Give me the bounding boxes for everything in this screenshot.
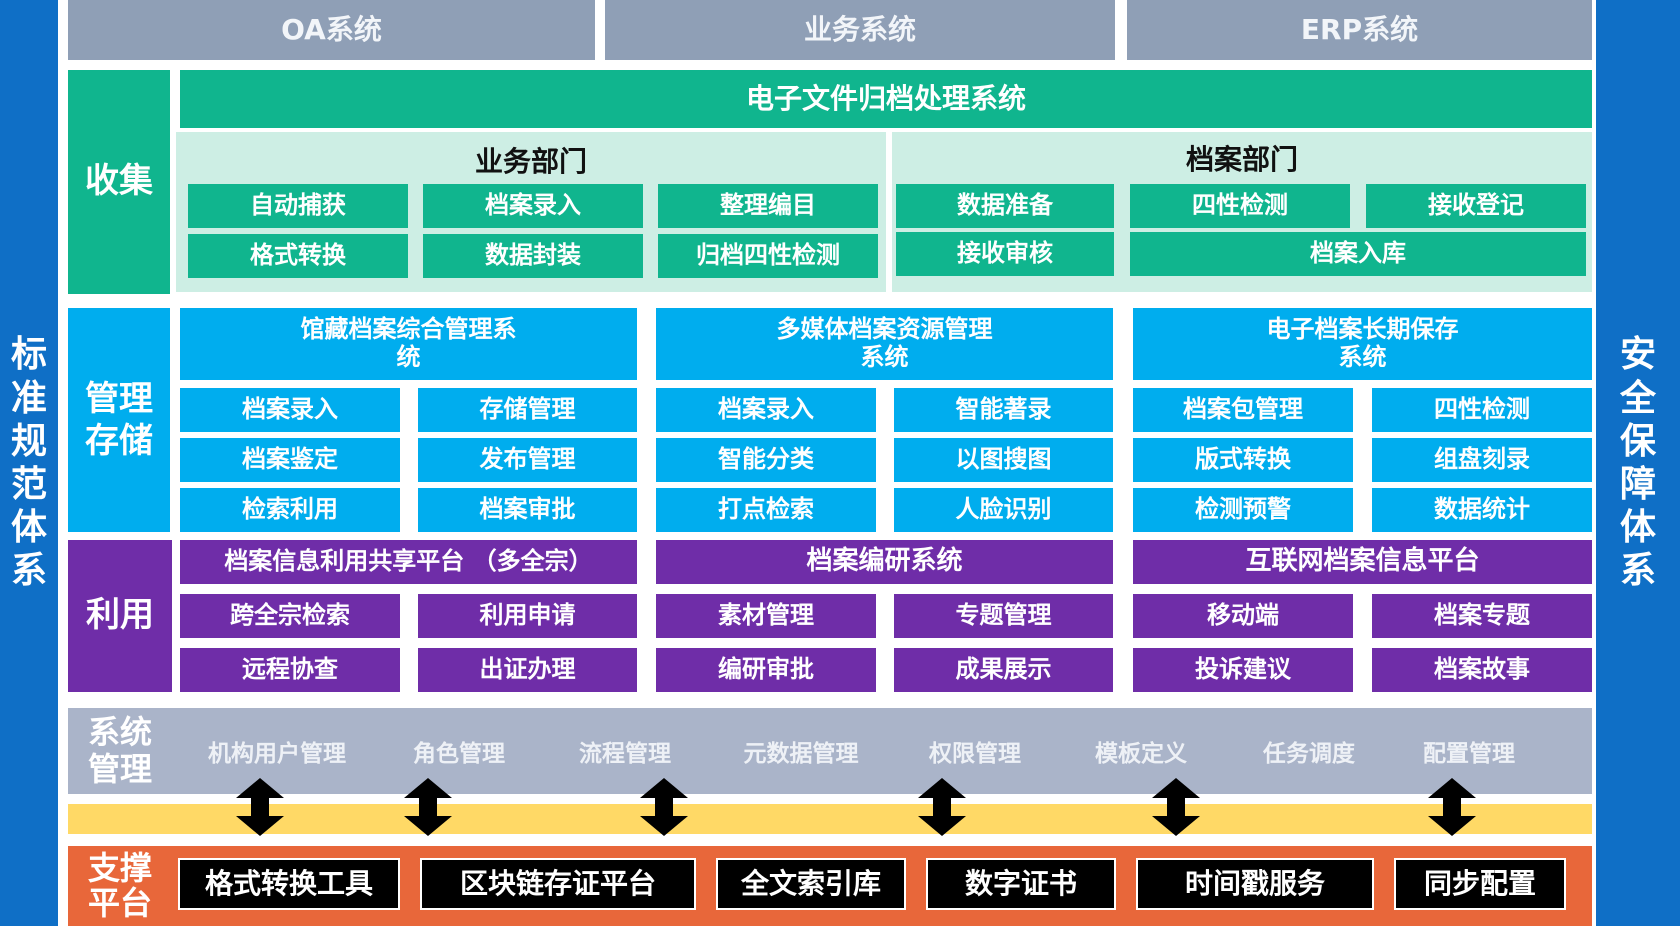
use-system-title[interactable]: 互联网档案信息平台 [1133,540,1592,584]
use-item[interactable]: 投诉建议 [1133,648,1353,692]
double-arrow-icon [1428,778,1476,836]
manage-item[interactable]: 检测预警 [1133,488,1353,532]
manage-item[interactable]: 打点检索 [656,488,876,532]
manage-system-title[interactable]: 电子档案长期保存系统 [1133,308,1592,380]
collect-item[interactable]: 格式转换 [188,234,408,278]
manage-item[interactable]: 人脸识别 [894,488,1113,532]
system-item[interactable]: 角色管理 [413,740,505,767]
collect-item[interactable]: 归档四性检测 [658,234,878,278]
support-item[interactable]: 同步配置 [1394,858,1566,910]
left-side-label: 标准规范体系 [10,334,47,592]
right-side-bar: 安全保障体系 [1596,0,1680,926]
manage-label: 管理存储 [68,308,170,532]
manage-item[interactable]: 档案包管理 [1133,388,1353,432]
manage-item[interactable]: 档案录入 [180,388,400,432]
double-arrow-icon [640,778,688,836]
manage-system-title[interactable]: 多媒体档案资源管理系统 [656,308,1113,380]
use-label: 利用 [68,540,172,692]
manage-item[interactable]: 检索利用 [180,488,400,532]
manage-item[interactable]: 档案鉴定 [180,438,400,482]
archive-dept-title: 档案部门 [1185,142,1298,176]
top-system-erp[interactable]: ERP系统 [1127,0,1592,60]
archive-item[interactable]: 接收登记 [1366,184,1586,228]
support-item[interactable]: 区块链存证平台 [420,858,696,910]
system-item[interactable]: 权限管理 [929,740,1021,767]
double-arrow-icon [918,778,966,836]
support-platform-label: 支撑平台 [87,848,152,922]
archive-item[interactable]: 接收审核 [896,232,1114,276]
manage-item[interactable]: 四性检测 [1372,388,1592,432]
system-item[interactable]: 任务调度 [1263,740,1355,767]
archive-item[interactable]: 四性检测 [1130,184,1350,228]
top-system-oa[interactable]: OA系统 [68,0,595,60]
use-item[interactable]: 编研审批 [656,648,876,692]
collect-item[interactable]: 数据封装 [423,234,643,278]
left-side-bar: 标准规范体系 [0,0,58,926]
use-item[interactable]: 档案故事 [1372,648,1592,692]
archive-item[interactable]: 数据准备 [896,184,1114,228]
support-item[interactable]: 时间戳服务 [1136,858,1374,910]
collect-item[interactable]: 整理编目 [658,184,878,228]
double-arrow-icon [236,778,284,836]
use-system-title[interactable]: 档案信息利用共享平台 （多全宗） [180,540,637,584]
archive-item[interactable]: 档案入库 [1130,232,1586,276]
use-system-title[interactable]: 档案编研系统 [656,540,1113,584]
connector-bar [68,804,1592,834]
top-system-business[interactable]: 业务系统 [605,0,1115,60]
manage-item[interactable]: 数据统计 [1372,488,1592,532]
support-item[interactable]: 数字证书 [926,858,1116,910]
collect-item[interactable]: 档案录入 [423,184,643,228]
system-management-label: 系统管理 [87,713,152,788]
manage-item[interactable]: 组盘刻录 [1372,438,1592,482]
system-item[interactable]: 模板定义 [1095,740,1187,767]
manage-item[interactable]: 版式转换 [1133,438,1353,482]
use-item[interactable]: 出证办理 [418,648,637,692]
double-arrow-icon [404,778,452,836]
manage-item[interactable]: 智能分类 [656,438,876,482]
manage-item[interactable]: 以图搜图 [894,438,1113,482]
system-item[interactable]: 元数据管理 [743,740,859,767]
system-item[interactable]: 配置管理 [1423,740,1515,767]
use-item[interactable]: 移动端 [1133,594,1353,638]
use-item[interactable]: 跨全宗检索 [180,594,400,638]
collect-item[interactable]: 自动捕获 [188,184,408,228]
collect-title[interactable]: 电子文件归档处理系统 [180,70,1592,128]
manage-item[interactable]: 智能著录 [894,388,1113,432]
manage-item[interactable]: 档案审批 [418,488,637,532]
system-item[interactable]: 机构用户管理 [208,740,346,767]
right-side-label: 安全保障体系 [1619,334,1656,592]
manage-item[interactable]: 档案录入 [656,388,876,432]
business-dept-title: 业务部门 [474,144,587,178]
use-item[interactable]: 专题管理 [894,594,1113,638]
use-item[interactable]: 素材管理 [656,594,876,638]
double-arrow-icon [1152,778,1200,836]
support-item[interactable]: 全文索引库 [716,858,906,910]
use-item[interactable]: 远程协查 [180,648,400,692]
manage-system-title[interactable]: 馆藏档案综合管理系统 [180,308,637,380]
system-item[interactable]: 流程管理 [579,740,671,767]
support-item[interactable]: 格式转换工具 [178,858,400,910]
use-item[interactable]: 成果展示 [894,648,1113,692]
use-item[interactable]: 档案专题 [1372,594,1592,638]
collect-label: 收集 [68,70,170,294]
use-item[interactable]: 利用申请 [418,594,637,638]
manage-item[interactable]: 存储管理 [418,388,637,432]
system-management-band [68,708,1592,794]
manage-item[interactable]: 发布管理 [418,438,637,482]
